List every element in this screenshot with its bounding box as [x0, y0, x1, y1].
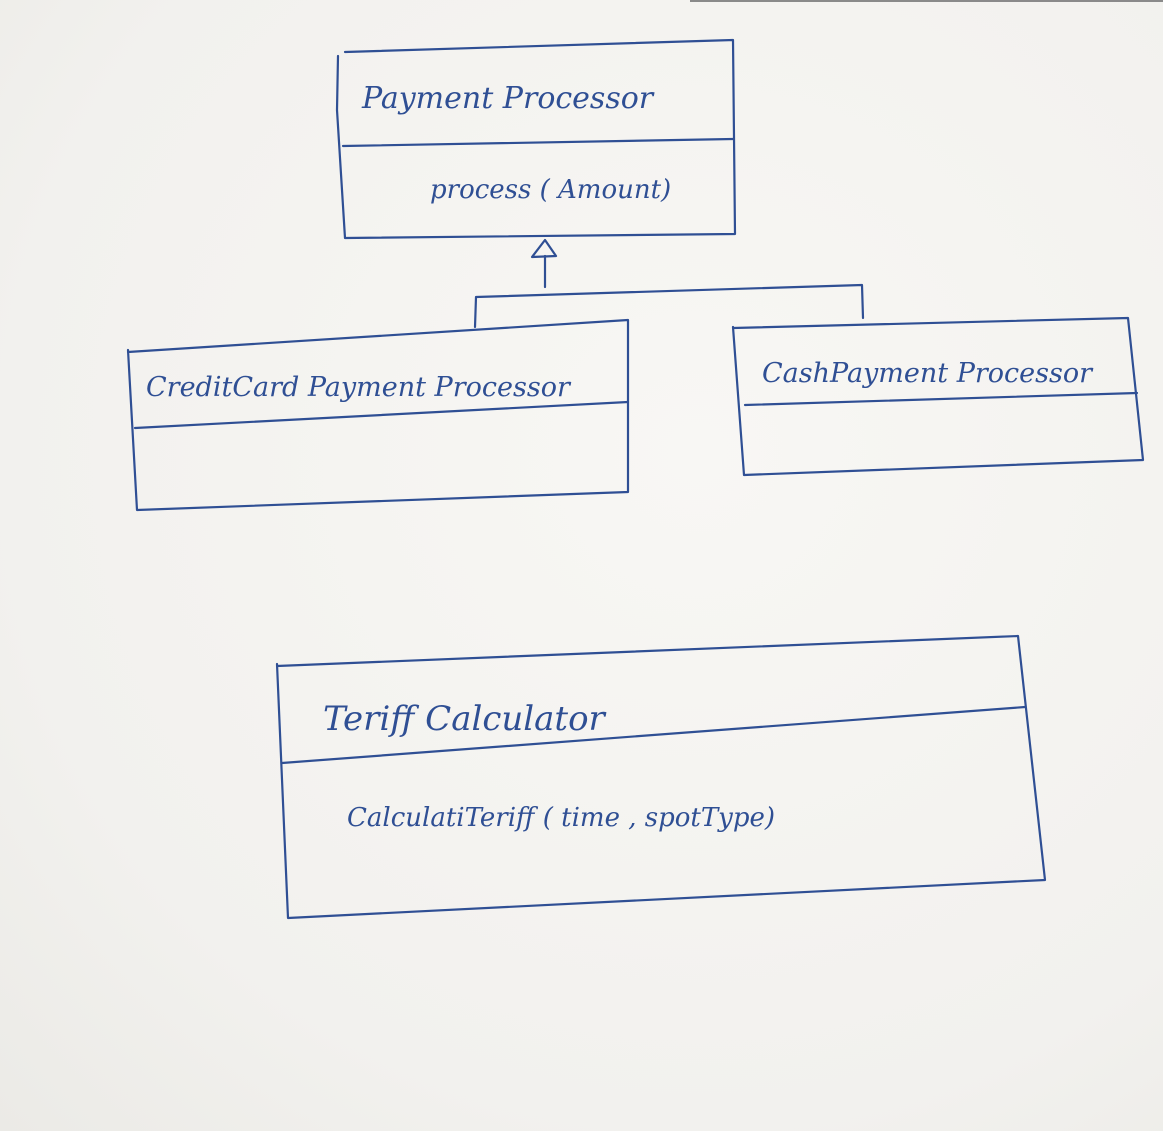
inheritance-branch — [473, 283, 865, 329]
payment-processor-divider — [341, 137, 735, 148]
payment-processor-class: Payment Processor process ( Amount) — [335, 38, 737, 240]
tariff-calculator-method: CalculatiTeriff ( time , spotType) — [347, 803, 775, 833]
tariff-calculator-class: Teriff Calculator CalculatiTeriff ( time… — [275, 634, 1047, 920]
cash-processor-divider — [743, 391, 1139, 407]
credit-card-processor-name: CreditCard Payment Processor — [146, 372, 572, 403]
inheritance-arrowhead — [530, 238, 558, 259]
paper-edge — [690, 0, 1163, 2]
tariff-calculator-name: Teriff Calculator — [323, 699, 607, 739]
inheritance-arrow — [473, 238, 865, 329]
tariff-calculator-divider — [280, 705, 1027, 765]
credit-card-processor-class: CreditCard Payment Processor — [126, 318, 630, 512]
tariff-calculator-box — [275, 634, 1047, 920]
credit-card-processor-box — [126, 318, 630, 512]
cash-processor-class: CashPayment Processor — [731, 316, 1145, 477]
payment-processor-method: process ( Amount) — [430, 175, 671, 205]
cash-processor-box — [731, 316, 1145, 477]
payment-processor-box — [335, 38, 737, 240]
credit-card-processor-divider — [133, 400, 630, 430]
payment-processor-name: Payment Processor — [361, 81, 655, 116]
cash-processor-name: CashPayment Processor — [762, 358, 1094, 389]
